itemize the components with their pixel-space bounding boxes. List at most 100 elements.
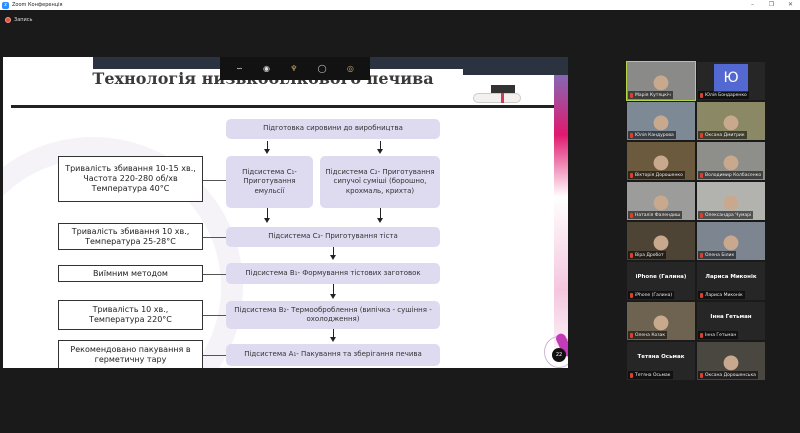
- minimize-button[interactable]: –: [751, 1, 754, 8]
- participant-tile[interactable]: Олена Козак: [627, 302, 695, 340]
- muted-mic-icon: [630, 372, 633, 378]
- note-b2: Тривалість 10 хв., Температура 220°С: [58, 300, 203, 330]
- flow-step-c2: Підсистема С₂- Приготування сипучої сумі…: [320, 156, 440, 208]
- gradient-decoration: [554, 57, 568, 368]
- participant-tile[interactable]: Володимир Колбасенко: [697, 142, 765, 180]
- participant-name: Наталія Фалендиш: [635, 212, 681, 218]
- participant-name: Олександра Чумарі: [705, 212, 752, 218]
- diploma-decoration: [473, 85, 533, 105]
- zoom-app-icon: z: [2, 1, 9, 9]
- arrow-down-icon: [330, 337, 336, 342]
- participant-label: Олександра Чумарі: [698, 211, 754, 219]
- eraser-icon[interactable]: ◯: [317, 64, 327, 73]
- connector: [380, 141, 381, 149]
- page-number: 22: [552, 348, 566, 362]
- flow-step-b2: Підсистема В₂- Термооброблення (випічка …: [226, 301, 440, 329]
- connector: [203, 180, 226, 181]
- connector: [203, 355, 226, 356]
- muted-mic-icon: [630, 252, 633, 258]
- participant-tile[interactable]: iPhone (Галина) iPhone (Галина): [627, 262, 695, 300]
- stamp-icon[interactable]: ♆: [290, 64, 298, 73]
- connector: [380, 208, 381, 218]
- muted-mic-icon: [630, 332, 633, 338]
- participant-label: Наталія Фалендиш: [628, 211, 683, 219]
- draw-icon[interactable]: ∽: [236, 64, 243, 73]
- recording-bar: Запись: [0, 10, 800, 30]
- flow-step-c3: Підсистема С₃- Приготування тіста: [226, 227, 440, 247]
- title-divider: [11, 105, 561, 108]
- maximize-button[interactable]: ❐: [768, 1, 775, 8]
- participant-display-name: Лариса Миконік: [705, 274, 757, 280]
- muted-mic-icon: [700, 92, 703, 98]
- note-b1: Виїмним методом: [58, 265, 203, 282]
- arrow-down-icon: [377, 149, 383, 154]
- participant-tile[interactable]: Юлія Кандурова: [627, 102, 695, 140]
- muted-mic-icon: [700, 292, 703, 298]
- window-titlebar: z Zoom Конференція – ❐ ✕: [0, 0, 800, 10]
- muted-mic-icon: [630, 92, 633, 98]
- participant-tile[interactable]: Вікторія Дорошенко: [627, 142, 695, 180]
- connector: [333, 284, 334, 294]
- muted-mic-icon: [700, 172, 703, 178]
- format-icon[interactable]: ◎: [346, 64, 354, 73]
- participant-tile[interactable]: Наталія Фалендиш: [627, 182, 695, 220]
- arrow-down-icon: [377, 218, 383, 223]
- participant-display-name: Інна Гетьман: [710, 314, 752, 320]
- participant-name: Лариса Миконік: [705, 292, 743, 298]
- participant-label: Юлія Бондаренко: [698, 91, 749, 99]
- participant-display-name: iPhone (Галина): [635, 274, 687, 280]
- recording-label[interactable]: Запись: [14, 17, 33, 23]
- participant-name: Марія Кутяцкіч: [635, 92, 671, 98]
- muted-mic-icon: [700, 132, 703, 138]
- participant-tile[interactable]: Олександра Чумарі: [697, 182, 765, 220]
- flow-step-a1: Підсистема А₁- Пакування та зберігання п…: [226, 344, 440, 366]
- participant-name: Оксана Дмитрик: [705, 132, 745, 138]
- arrow-down-icon: [264, 218, 270, 223]
- muted-mic-icon: [630, 132, 633, 138]
- spotlight-icon[interactable]: ◉: [263, 64, 271, 73]
- participant-name: Вікторія Дорошенко: [635, 172, 683, 178]
- participant-tile[interactable]: Оксана Дорошенська: [697, 342, 765, 380]
- close-button[interactable]: ✕: [787, 1, 794, 8]
- muted-mic-icon: [700, 212, 703, 218]
- arrow-down-icon: [330, 294, 336, 299]
- participant-name: Юлія Бондаренко: [705, 92, 747, 98]
- flow-step-c1: Підсистема С₁- Приготування емульсії: [226, 156, 313, 208]
- participant-name: Віра Дробот: [635, 252, 664, 258]
- participant-label: Вікторія Дорошенко: [628, 171, 685, 179]
- participant-name: Олена Білик: [705, 252, 735, 258]
- participant-tile[interactable]: Віра Дробот: [627, 222, 695, 260]
- graduation-cap-icon: [491, 85, 515, 94]
- participant-label: Лариса Миконік: [698, 291, 745, 299]
- note-c1: Тривалість збивання 10-15 хв., Частота 2…: [58, 156, 203, 202]
- participant-tile[interactable]: Олена Білик: [697, 222, 765, 260]
- note-a1: Рекомендовано пакування в герметичну тар…: [58, 340, 203, 368]
- participant-name: Юлія Кандурова: [635, 132, 674, 138]
- screen-share-bar-right: [463, 67, 568, 75]
- participant-label: Марія Кутяцкіч: [628, 91, 673, 99]
- connector: [267, 141, 268, 149]
- muted-mic-icon: [700, 332, 703, 338]
- arrow-down-icon: [330, 255, 336, 260]
- connector: [333, 329, 334, 337]
- connector: [203, 274, 226, 275]
- muted-mic-icon: [630, 172, 633, 178]
- muted-mic-icon: [630, 212, 633, 218]
- muted-mic-icon: [700, 372, 703, 378]
- participant-name: Інна Гетьман: [705, 332, 737, 338]
- window-title: Zoom Конференція: [12, 2, 63, 8]
- participant-name: Олена Козак: [635, 332, 666, 338]
- connector: [267, 208, 268, 218]
- participant-label: iPhone (Галина): [628, 291, 675, 299]
- participant-label: Тетяна Осьмак: [628, 371, 673, 379]
- participant-tile[interactable]: Оксана Дмитрик: [697, 102, 765, 140]
- connector: [203, 315, 226, 316]
- participant-label: Оксана Дмитрик: [698, 131, 747, 139]
- participant-tile[interactable]: Марія Кутяцкіч: [626, 61, 696, 101]
- flow-step-start: Підготовка сировини до виробництва: [226, 119, 440, 139]
- ribbon-icon: [501, 93, 504, 103]
